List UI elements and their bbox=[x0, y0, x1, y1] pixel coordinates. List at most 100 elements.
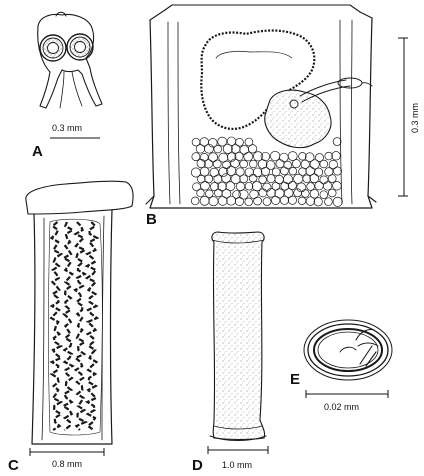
panel-label-d: D bbox=[192, 457, 203, 474]
follicle-cell bbox=[266, 174, 276, 184]
scale-label-b: 0.3 mm bbox=[410, 103, 420, 133]
uterus-branch bbox=[60, 221, 76, 431]
follicle-cell bbox=[270, 150, 281, 162]
follicle-cell bbox=[214, 188, 223, 198]
panel-c: 0.8 mm C bbox=[8, 180, 134, 474]
follicle-cell bbox=[197, 174, 206, 184]
follicle-cell bbox=[324, 167, 334, 177]
follicle-cell bbox=[218, 166, 229, 177]
follicle-cell bbox=[244, 137, 254, 147]
follicle-cell bbox=[287, 181, 297, 190]
follicle-cell bbox=[257, 159, 268, 169]
follicle-cell bbox=[213, 144, 223, 154]
follicle-cell bbox=[279, 195, 290, 205]
follicle-cell bbox=[280, 166, 289, 176]
follicle-cell bbox=[328, 159, 338, 170]
follicle-cell bbox=[258, 175, 267, 184]
follicle-cell bbox=[332, 196, 343, 207]
follicle-cell bbox=[248, 144, 258, 154]
follicle-cell bbox=[287, 195, 297, 205]
strobila-segment-drawing bbox=[209, 231, 267, 441]
follicle-cell bbox=[244, 197, 253, 207]
follicle-cell bbox=[266, 188, 276, 198]
follicle-cell bbox=[309, 173, 320, 184]
follicle-cell bbox=[315, 153, 324, 162]
follicle-cell bbox=[322, 181, 333, 191]
follicle-cell bbox=[258, 188, 268, 198]
follicle-cell bbox=[199, 166, 210, 177]
follicle-cell bbox=[306, 182, 315, 191]
follicle-cell bbox=[314, 167, 324, 177]
follicle-cell bbox=[309, 189, 320, 199]
follicle-cell bbox=[331, 151, 341, 161]
follicle-cell bbox=[244, 181, 254, 191]
mature-proglottid-drawing bbox=[145, 4, 377, 209]
follicle-cell bbox=[288, 167, 298, 176]
gravid-proglottid-drawing bbox=[25, 180, 134, 445]
uterus-branch bbox=[84, 221, 100, 431]
follicle-cell bbox=[239, 174, 249, 184]
ovary bbox=[264, 89, 332, 149]
follicle-cell bbox=[297, 196, 307, 205]
follicle-cell bbox=[280, 181, 290, 191]
follicle-cell bbox=[298, 152, 307, 161]
follicle-cell bbox=[319, 190, 329, 199]
follicle-cell bbox=[239, 159, 248, 169]
follicle-cell bbox=[260, 151, 271, 162]
follicle-cell bbox=[222, 143, 233, 154]
follicle-cell bbox=[208, 138, 218, 148]
follicle-cell bbox=[227, 152, 237, 162]
vitelline-follicles bbox=[190, 136, 343, 207]
follicle-cell bbox=[301, 189, 310, 198]
follicle-cell bbox=[271, 167, 281, 177]
follicle-cell bbox=[238, 189, 249, 200]
follicle-cell bbox=[235, 138, 244, 147]
follicle-cell bbox=[319, 175, 329, 185]
follicle-cell bbox=[213, 174, 223, 184]
panel-label-c: C bbox=[8, 457, 19, 474]
follicle-cell bbox=[234, 196, 245, 206]
panel-label-a: A bbox=[32, 143, 43, 160]
follicle-cell bbox=[195, 144, 206, 154]
scolex-drawing bbox=[37, 11, 103, 109]
follicle-cell bbox=[327, 174, 337, 183]
egg-drawing bbox=[303, 319, 393, 381]
uterus-branch bbox=[49, 221, 64, 431]
follicle-cell bbox=[225, 181, 236, 192]
follicle-cell bbox=[332, 181, 342, 191]
follicle-cell bbox=[196, 188, 205, 198]
follicle-cell bbox=[305, 196, 316, 206]
follicle-cell bbox=[283, 174, 293, 185]
follicle-cell bbox=[205, 189, 214, 198]
follicle-cell bbox=[210, 182, 219, 192]
follicle-cell bbox=[314, 181, 324, 191]
scale-label-a: 0.3 mm bbox=[52, 123, 82, 133]
scale-label-d: 1.0 mm bbox=[222, 460, 252, 470]
follicle-cell bbox=[265, 160, 276, 170]
follicle-cell bbox=[209, 167, 219, 178]
follicle-cell bbox=[208, 152, 219, 163]
follicle-cell bbox=[217, 181, 227, 192]
scale-label-c: 0.8 mm bbox=[52, 459, 82, 469]
follicle-cell bbox=[204, 143, 214, 154]
panel-e: 0.02 mm E bbox=[290, 319, 393, 412]
follicle-cell bbox=[253, 196, 262, 206]
follicle-cell bbox=[324, 197, 333, 206]
follicle-cell bbox=[248, 173, 258, 183]
follicle-cell bbox=[212, 159, 222, 169]
panel-a: 0.3 mm A bbox=[32, 11, 103, 160]
follicle-cell bbox=[204, 174, 213, 184]
follicle-cell bbox=[217, 196, 228, 206]
follicle-cell bbox=[230, 174, 241, 185]
panel-b: 0.3 mm B bbox=[145, 4, 420, 228]
follicle-cell bbox=[190, 196, 200, 206]
follicle-cell bbox=[252, 167, 263, 178]
follicle-cell bbox=[332, 137, 342, 146]
follicle-cell bbox=[191, 152, 201, 162]
panel-label-e: E bbox=[290, 371, 300, 388]
uterus-outline bbox=[48, 218, 103, 436]
follicle-cell bbox=[279, 152, 289, 163]
follicle-cell bbox=[283, 188, 294, 198]
follicle-cell bbox=[271, 195, 281, 205]
